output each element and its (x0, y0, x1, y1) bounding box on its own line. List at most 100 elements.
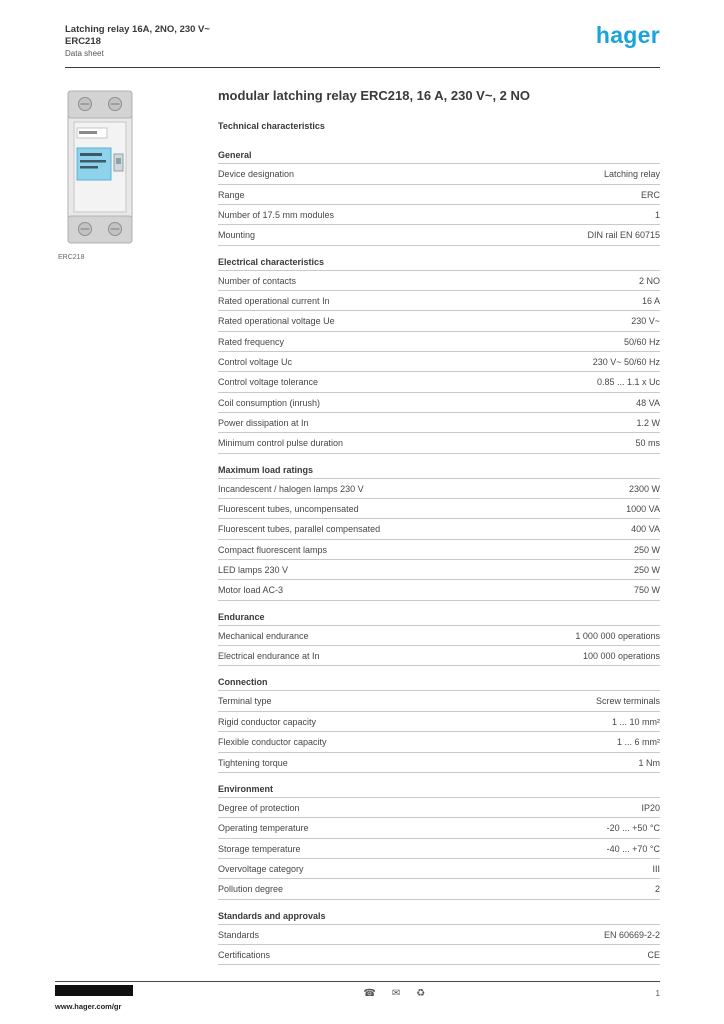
spec-row: Incandescent / halogen lamps 230 V 2300 W (218, 479, 660, 500)
spec-section-header: General (218, 139, 660, 165)
spec-value: 1 Nm (638, 757, 660, 768)
spec-value: 1.2 W (636, 418, 660, 429)
spec-value: 250 W (633, 544, 660, 555)
spec-value: III (652, 863, 660, 874)
footer-icons: ☎ ✉ ♻ (363, 988, 425, 999)
spec-value: IP20 (641, 802, 660, 813)
header-product-name: Latching relay 16A, 2NO, 230 V~ (65, 24, 210, 35)
website-link[interactable]: www.hager.com/gr (55, 1002, 122, 1011)
spec-row: Number of contacts 2 NO (218, 271, 660, 291)
header-doc-type: Data sheet (65, 48, 104, 58)
spec-value: 50/60 Hz (623, 336, 660, 347)
spec-label: Degree of protection (218, 802, 300, 813)
spec-row: Rated frequency 50/60 Hz (218, 332, 660, 352)
spec-value: 400 VA (631, 524, 660, 535)
spec-label: Device designation (218, 169, 295, 180)
spec-value: 2 NO (638, 275, 660, 286)
spec-label: Minimum control pulse duration (218, 438, 344, 449)
spec-label: Range (218, 189, 245, 200)
spec-label: Power dissipation at In (218, 418, 309, 429)
hager-logo: hager (595, 22, 660, 48)
spec-row: Fluorescent tubes, parallel compensated 4… (218, 519, 660, 540)
spec-label: Fluorescent tubes, parallel compensated (218, 524, 381, 535)
main-content: modular latching relay ERC218, 16 A, 230… (218, 88, 660, 966)
spec-value: 48 VA (636, 397, 660, 408)
spec-value: 2300 W (628, 483, 660, 494)
recycle-icon: ♻ (416, 988, 426, 999)
spec-row: Power dissipation at In 1.2 W (218, 413, 660, 434)
spec-row: Range ERC (218, 185, 660, 205)
footer-divider (55, 981, 660, 982)
spec-label: Tightening torque (218, 757, 288, 768)
spec-value: 750 W (633, 585, 660, 596)
spec-label: Storage temperature (218, 843, 301, 854)
spec-value: 230 V~ 50/60 Hz (592, 357, 660, 367)
spec-value: 2 (654, 884, 660, 895)
spec-label: Control voltage tolerance (218, 377, 319, 388)
spec-label: Number of contacts (218, 275, 297, 286)
spec-label: Overvoltage category (218, 863, 304, 874)
spec-section-header: Electrical characteristics (218, 246, 660, 271)
spec-row: Compact fluorescent lamps 250 W (218, 540, 660, 561)
spec-label: Coil consumption (inrush) (218, 397, 321, 408)
spec-label: Number of 17.5 mm modules (218, 209, 335, 220)
phone-icon: ☎ (363, 988, 376, 999)
spec-value: 1 ... 6 mm² (616, 737, 660, 748)
spec-value: ERC (640, 189, 660, 200)
technical-data-heading: Technical characteristics (218, 121, 325, 132)
spec-value: 1 ... 10 mm² (611, 716, 660, 727)
spec-label: Compact fluorescent lamps (218, 544, 328, 555)
spec-section-header: Endurance (218, 601, 660, 626)
spec-row: Degree of protection IP20 (218, 798, 660, 819)
product-image (67, 90, 133, 244)
spec-value: Latching relay (603, 169, 660, 180)
spec-value: 1 (654, 209, 660, 220)
header-divider (65, 67, 660, 68)
spec-value: 1 000 000 operations (575, 630, 660, 641)
spec-value: Screw terminals (595, 696, 660, 707)
mail-icon: ✉ (391, 988, 401, 999)
spec-label: Incandescent / halogen lamps 230 V (218, 483, 364, 494)
spec-value: -40 ... +70 °C (606, 843, 660, 854)
spec-label: Fluorescent tubes, uncompensated (218, 504, 359, 515)
spec-value: 250 W (633, 565, 660, 576)
spec-label: Mounting (218, 230, 256, 241)
spec-label: Motor load AC-3 (218, 585, 284, 596)
footer: www.hager.com/gr ☎ ✉ ♻ 1 (55, 985, 660, 1014)
spec-value: EN 60669-2-2 (603, 929, 660, 940)
spec-value: 16 A (641, 295, 660, 306)
footer-brand-bar (55, 985, 133, 996)
spec-row: Motor load AC-3 750 W (218, 580, 660, 601)
product-image-column: ERC218 (58, 88, 203, 261)
spec-value: 0.85 ... 1.1 x Uc (596, 377, 660, 388)
spec-label: Rated frequency (218, 336, 285, 347)
spec-row: Tightening torque 1 Nm (218, 753, 660, 773)
footer-brand: www.hager.com/gr (55, 985, 133, 1014)
spec-row: Storage temperature -40 ... +70 °C (218, 839, 660, 859)
spec-label: Mechanical endurance (218, 630, 309, 641)
spec-row: Operating temperature-20 ... +50 °C (218, 818, 660, 839)
spec-section-header: Environment (218, 773, 660, 798)
spec-row: Control voltage tolerance 0.85 ... 1.1 x … (218, 372, 660, 393)
spec-value: 230 V~ (631, 316, 660, 327)
spec-row: Mounting DIN rail EN 60715 (218, 225, 660, 246)
spec-row: Number of 17.5 mm modules 1 (218, 205, 660, 226)
spec-row: Mechanical endurance 1 000 000 operations (218, 626, 660, 647)
spec-value: -20 ... +50 °C (606, 823, 660, 834)
spec-value: CE (647, 949, 660, 960)
spec-value: DIN rail EN 60715 (587, 230, 660, 241)
spec-section-header: Connection (218, 666, 660, 692)
